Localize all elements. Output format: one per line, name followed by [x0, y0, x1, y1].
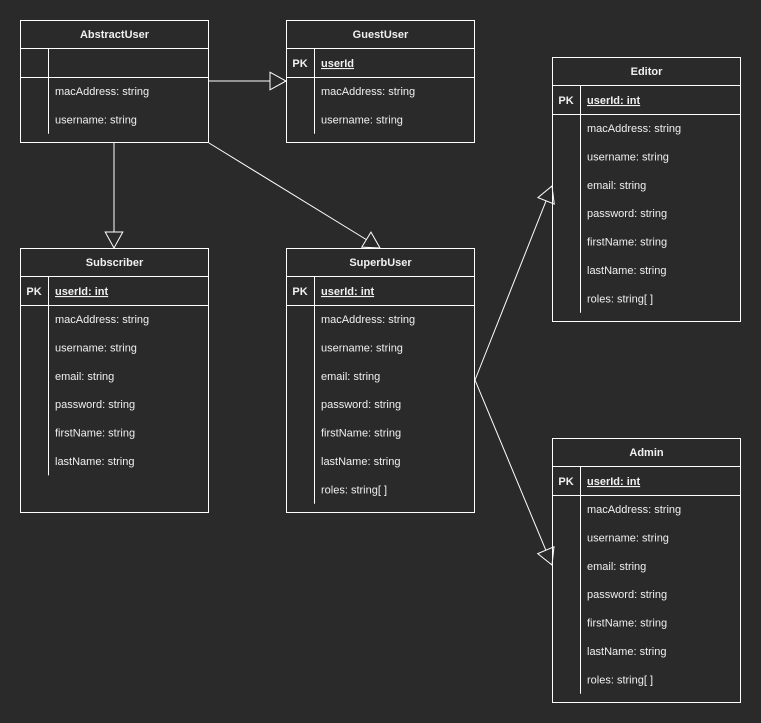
generalization-arrow-icon — [104, 231, 124, 250]
entity-attribute: email: string — [587, 180, 646, 192]
entity-attribute: email: string — [587, 561, 646, 573]
generalization-arrow-icon — [269, 71, 288, 91]
entity-attribute: username: string — [55, 342, 137, 354]
edge-abstract-user-to-superb-user[interactable] — [208, 142, 381, 249]
entity-attribute: firstName: string — [55, 428, 135, 440]
pk-label: PK — [558, 476, 573, 488]
entity-attribute: lastName: string — [321, 456, 400, 468]
edge-line — [208, 142, 367, 241]
entity-attribute: username: string — [55, 114, 137, 126]
entity-attribute: username: string — [587, 532, 669, 544]
entity-attribute: roles: string[ ] — [587, 293, 653, 305]
pk-field: userId: int — [321, 286, 375, 298]
entity-border — [20, 248, 209, 513]
entity-border — [20, 20, 209, 143]
entity-title: Subscriber — [86, 257, 144, 269]
entity-attribute: password: string — [587, 208, 667, 220]
entity-attribute: macAddress: string — [55, 86, 149, 98]
entity-attribute: roles: string[ ] — [321, 484, 387, 496]
entity-attribute: macAddress: string — [587, 504, 681, 516]
entity-attribute: macAddress: string — [321, 314, 415, 326]
entity-border — [552, 438, 741, 703]
entity-title: Editor — [631, 66, 663, 78]
entity-border — [552, 57, 741, 322]
entity-abstract-user[interactable]: AbstractUser macAddress: string username: … — [20, 20, 209, 143]
entity-title: Admin — [629, 447, 664, 459]
edge-line — [474, 200, 547, 381]
entity-attribute: lastName: string — [55, 456, 134, 468]
entity-attribute: macAddress: string — [587, 123, 681, 135]
entity-border — [286, 20, 475, 143]
pk-field: userId: int — [55, 286, 109, 298]
entity-title: SuperbUser — [349, 257, 412, 269]
entities: AbstractUser macAddress: string username: … — [20, 20, 741, 703]
entity-attribute: password: string — [55, 399, 135, 411]
entity-attribute: username: string — [587, 151, 669, 163]
pk-field: userId — [321, 58, 354, 70]
generalization-arrow-icon — [536, 185, 555, 205]
entity-attribute: macAddress: string — [321, 86, 415, 98]
edge-superb-user-to-admin[interactable] — [474, 379, 555, 566]
pk-field: userId: int — [587, 95, 641, 107]
entity-attribute: email: string — [321, 371, 380, 383]
entity-attribute: roles: string[ ] — [587, 674, 653, 686]
pk-label: PK — [292, 286, 307, 298]
entity-attribute: password: string — [587, 589, 667, 601]
entity-attribute: lastName: string — [587, 265, 666, 277]
entity-attribute: username: string — [321, 114, 403, 126]
edge-abstract-user-to-subscriber[interactable] — [104, 143, 124, 250]
edge-line — [474, 379, 547, 551]
entity-attribute: firstName: string — [321, 428, 401, 440]
pk-field: userId: int — [587, 476, 641, 488]
entity-attribute: lastName: string — [587, 646, 666, 658]
entity-attribute: email: string — [55, 371, 114, 383]
edge-superb-user-to-editor[interactable] — [474, 185, 555, 381]
entity-border — [286, 248, 475, 513]
entity-attribute: firstName: string — [587, 237, 667, 249]
relationship-edges — [104, 71, 555, 566]
pk-label: PK — [558, 95, 573, 107]
entity-title: AbstractUser — [80, 29, 150, 41]
entity-attribute: password: string — [321, 399, 401, 411]
entity-attribute: firstName: string — [587, 618, 667, 630]
entity-title: GuestUser — [353, 29, 409, 41]
pk-label: PK — [26, 286, 41, 298]
generalization-arrow-icon — [360, 231, 381, 249]
edge-abstract-user-to-guest-user[interactable] — [209, 71, 288, 91]
entity-attribute: username: string — [321, 342, 403, 354]
entity-attribute: macAddress: string — [55, 314, 149, 326]
pk-label: PK — [292, 58, 307, 70]
